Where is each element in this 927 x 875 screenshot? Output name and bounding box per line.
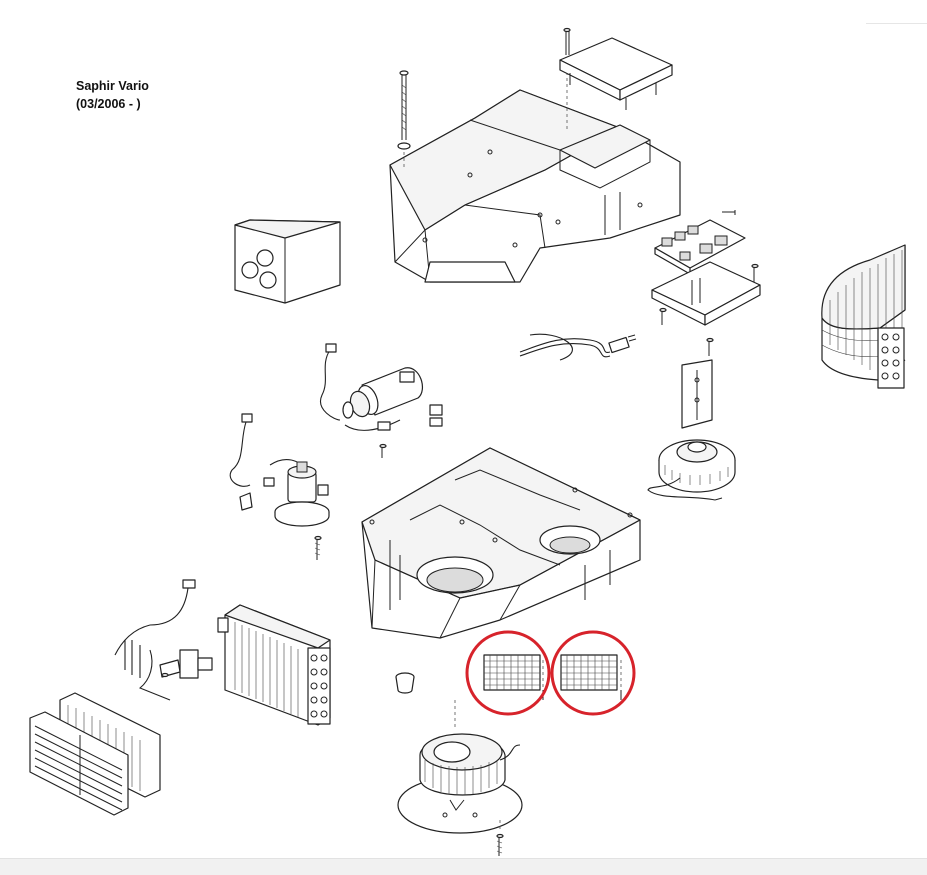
power-cable: [519, 333, 637, 361]
long-screw: [397, 70, 411, 170]
diagram-title: Saphir Vario (03/2006 - ): [76, 77, 149, 113]
evaporator-coil: [217, 604, 331, 726]
control-board-cover: [559, 27, 673, 130]
drain-plug: [395, 672, 415, 694]
louvre-grille: [29, 711, 129, 816]
sensor-harness: [114, 579, 213, 701]
pcb-bracket: [651, 261, 761, 326]
divider-line: [866, 23, 927, 24]
top-cover: [389, 89, 681, 283]
grille-right: [560, 654, 622, 700]
blower-fan: [397, 700, 523, 856]
base-tray: [361, 447, 641, 639]
grille-left: [483, 654, 544, 700]
evaporator-fan: [647, 337, 736, 501]
highlight-circle-left: [465, 630, 551, 716]
model-date-range: (03/2006 - ): [76, 97, 141, 111]
outlet-block: [234, 219, 341, 304]
compressor-motor: [320, 343, 443, 458]
model-name: Saphir Vario: [76, 79, 149, 93]
condenser-coil: [821, 244, 906, 389]
control-pcb: [654, 210, 746, 275]
bottom-scroll-strip: [0, 858, 927, 875]
capacitor-assembly: [229, 413, 330, 560]
highlight-circle-right: [550, 630, 636, 716]
